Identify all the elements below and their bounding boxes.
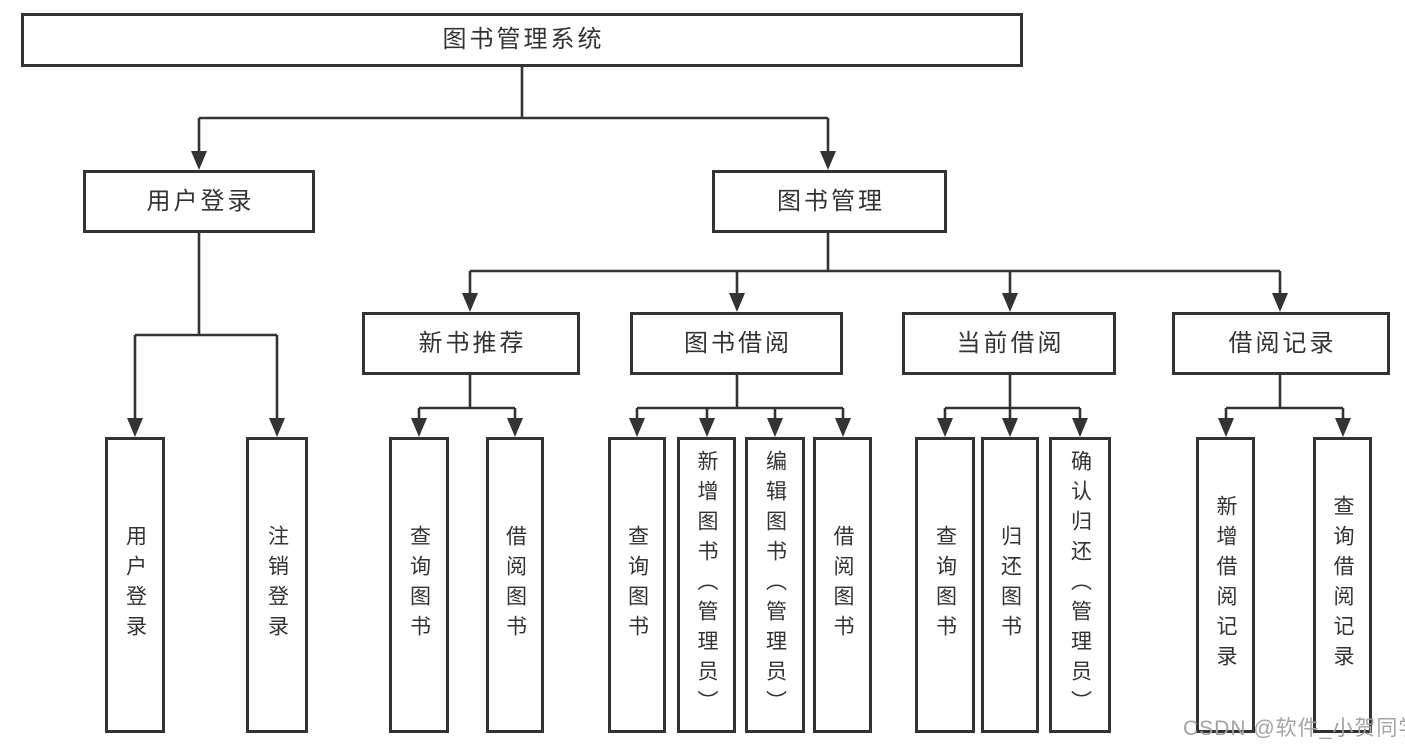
leaf-bb-edit-books-admin: 编辑图书（管理员） bbox=[745, 437, 805, 733]
connector-book-management-to-level3 bbox=[462, 233, 1288, 312]
leaf-bb-query-books: 查询图书 bbox=[608, 437, 666, 733]
node-book-management: 图书管理 bbox=[712, 170, 947, 233]
connector-user-login-to-leaves bbox=[127, 233, 285, 437]
leaf-bb-add-books-admin-label: 新增图书（管理员） bbox=[695, 450, 718, 720]
leaf-br-add-record: 新增借阅记录 bbox=[1196, 437, 1255, 733]
node-library-management-system: 图书管理系统 bbox=[21, 13, 1023, 67]
leaf-bb-edit-books-admin-label: 编辑图书（管理员） bbox=[763, 450, 787, 720]
leaf-cb-query-books: 查询图书 bbox=[915, 437, 975, 733]
leaf-bb-query-books-label: 查询图书 bbox=[625, 525, 649, 645]
leaf-user-login: 用户登录 bbox=[105, 437, 165, 733]
node-borrowing-records: 借阅记录 bbox=[1172, 312, 1390, 375]
leaf-br-query-record-label: 查询借阅记录 bbox=[1331, 495, 1354, 675]
leaf-nbr-query-books: 查询图书 bbox=[389, 437, 449, 733]
leaf-bb-borrow-books-label: 借阅图书 bbox=[831, 525, 854, 645]
leaf-cb-return-books-label: 归还图书 bbox=[998, 525, 1022, 645]
connector-book-borrowing-to-leaves bbox=[629, 375, 851, 437]
leaf-logout: 注销登录 bbox=[246, 437, 308, 733]
connector-root-to-level2 bbox=[191, 67, 836, 170]
leaf-cb-query-books-label: 查询图书 bbox=[933, 525, 957, 645]
leaf-nbr-borrow-books: 借阅图书 bbox=[486, 437, 544, 733]
leaf-cb-return-books: 归还图书 bbox=[981, 437, 1039, 733]
leaf-br-add-record-label: 新增借阅记录 bbox=[1214, 495, 1237, 675]
node-user-login: 用户登录 bbox=[83, 170, 315, 233]
csdn-watermark: CSDN @软件_小贺同学 bbox=[1183, 717, 1405, 740]
leaf-logout-label: 注销登录 bbox=[265, 525, 289, 645]
node-book-borrowing: 图书借阅 bbox=[630, 312, 843, 375]
leaf-nbr-borrow-books-label: 借阅图书 bbox=[503, 525, 527, 645]
connector-current-borrowing-to-leaves bbox=[937, 375, 1088, 437]
leaf-nbr-query-books-label: 查询图书 bbox=[407, 525, 431, 645]
leaf-br-query-record: 查询借阅记录 bbox=[1313, 437, 1372, 733]
leaf-user-login-label: 用户登录 bbox=[123, 525, 147, 645]
leaf-cb-confirm-return-admin: 确认归还（管理员） bbox=[1049, 437, 1111, 733]
leaf-bb-add-books-admin: 新增图书（管理员） bbox=[677, 437, 736, 733]
connector-new-book-recommend-to-leaves bbox=[411, 375, 523, 437]
node-new-book-recommend: 新书推荐 bbox=[362, 312, 580, 375]
leaf-bb-borrow-books: 借阅图书 bbox=[813, 437, 872, 733]
connector-borrowing-records-to-leaves bbox=[1218, 375, 1351, 437]
node-current-borrowing: 当前借阅 bbox=[902, 312, 1116, 375]
leaf-cb-confirm-return-admin-label: 确认归还（管理员） bbox=[1068, 450, 1092, 720]
